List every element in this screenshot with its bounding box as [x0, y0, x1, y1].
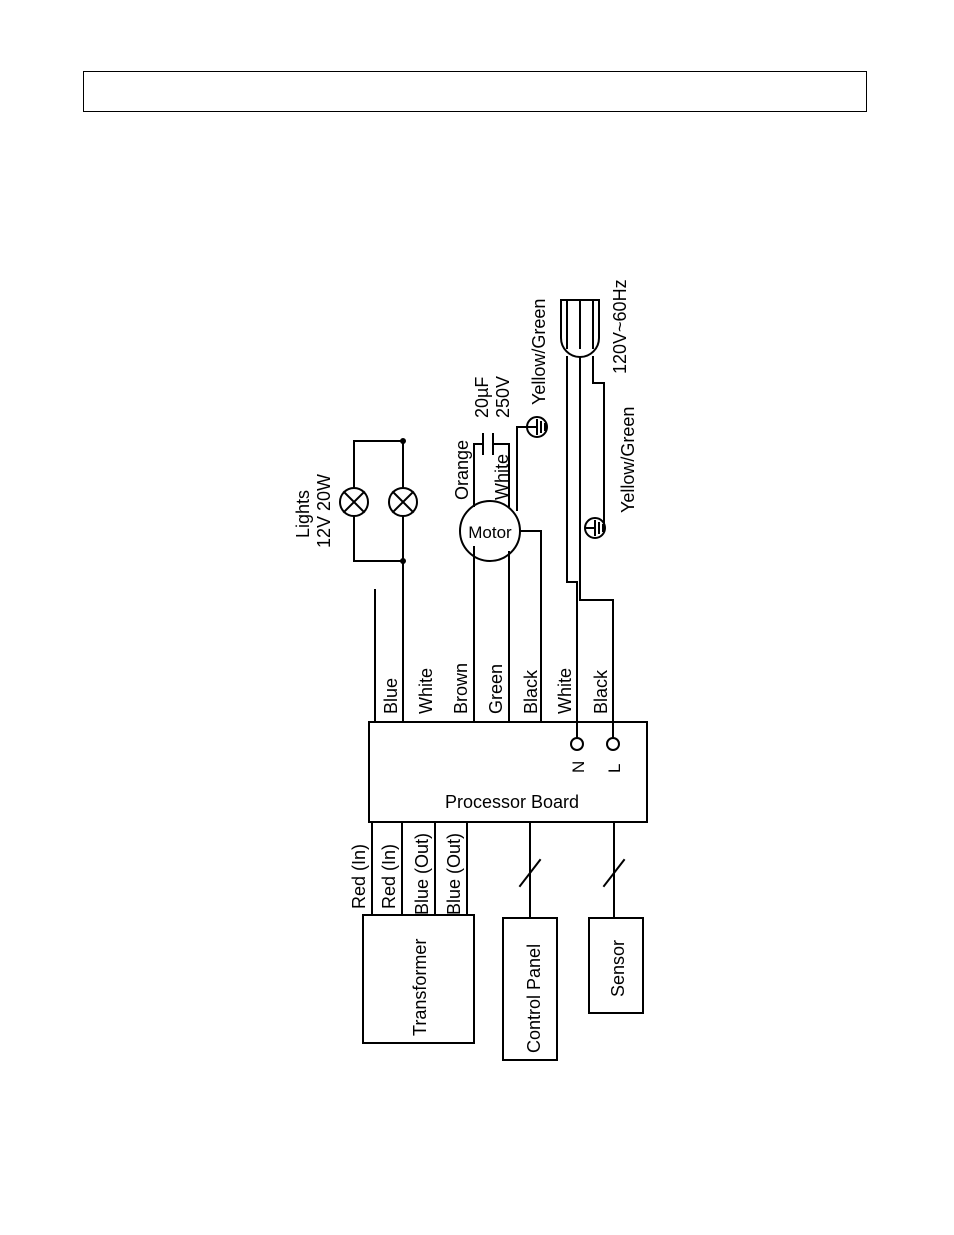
- capacitor-label: 20µF: [472, 377, 492, 418]
- sensor-label: Sensor: [608, 940, 628, 997]
- terminal-n-label: N: [569, 761, 588, 773]
- processor-board-label: Processor Board: [445, 792, 579, 812]
- terminal-n: [571, 738, 583, 750]
- motor-ground-label: Yellow/Green: [529, 299, 549, 405]
- control-panel-label: Control Panel: [524, 944, 544, 1053]
- plug-rating-label: 120V~60Hz: [610, 279, 630, 374]
- motor-label: Motor: [468, 523, 512, 542]
- wire-label-green: Green: [486, 664, 506, 714]
- ground-icon: [585, 518, 605, 538]
- wire-label-blue: Blue: [381, 678, 401, 714]
- wire-label-brown: Brown: [451, 663, 471, 714]
- lights-rating-label: 12V 20W: [314, 474, 334, 548]
- orange-capacitor-wire: [474, 444, 483, 506]
- wire-label-black-l: Black: [591, 669, 611, 714]
- motor-white-label: White: [492, 454, 512, 500]
- transformer-label: Transformer: [410, 939, 430, 1036]
- terminal-l-label: L: [605, 764, 624, 773]
- capacitor-icon: [483, 434, 493, 454]
- lights-label: Lights: [293, 490, 313, 538]
- junction-dot: [400, 438, 406, 444]
- lamp-icon: [340, 488, 368, 516]
- capacitor-voltage-label: 250V: [493, 376, 513, 418]
- motor-orange-label: Orange: [452, 440, 472, 500]
- wire-label-red-in-1: Red (In): [349, 844, 369, 909]
- wire-label-red-in-2: Red (In): [379, 844, 399, 909]
- ground-icon: [527, 417, 547, 437]
- wire-label-white: White: [416, 668, 436, 714]
- wire-label-blue-out-2: Blue (Out): [444, 833, 464, 915]
- board-bottom-wire-labels: Red (In) Red (In) Blue (Out) Blue (Out): [349, 833, 464, 915]
- wire-label-white-n: White: [555, 668, 575, 714]
- wire-label-black: Black: [521, 669, 541, 714]
- plug-ground-label: Yellow/Green: [618, 407, 638, 513]
- plug-ground-wire: [587, 357, 604, 530]
- wire-label-blue-out-1: Blue (Out): [412, 833, 432, 915]
- terminal-l: [607, 738, 619, 750]
- lamp-icon: [389, 488, 417, 516]
- motor-ground-wire: [517, 427, 527, 510]
